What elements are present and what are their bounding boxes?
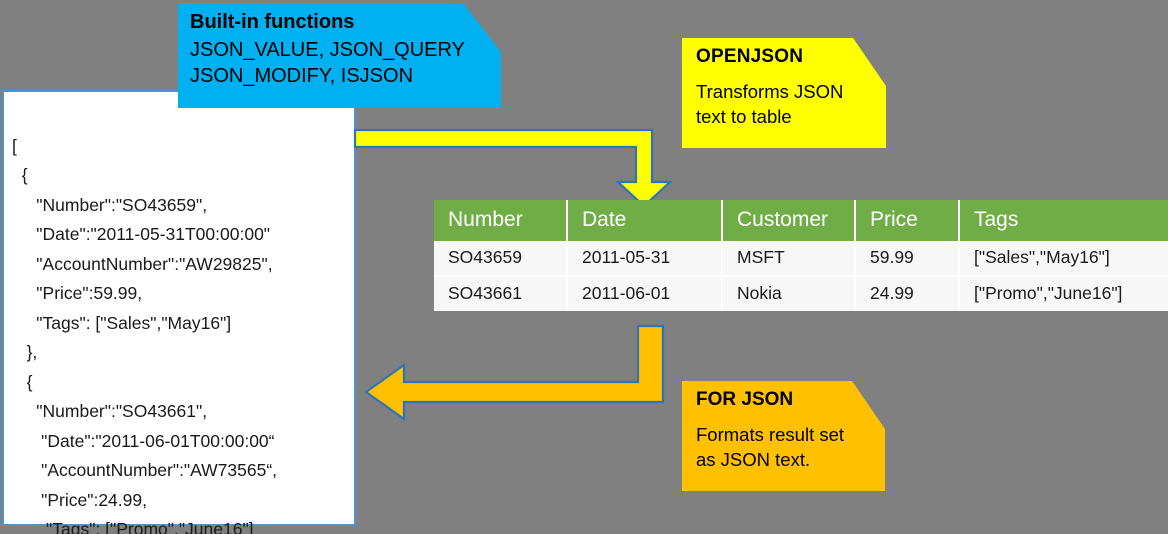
json-text-panel: [ { "Number":"SO43659", "Date":"2011-05-…: [2, 90, 356, 534]
cell-customer: Nokia: [722, 276, 856, 311]
callout-built-in-functions-body: JSON_VALUE, JSON_QUERY JSON_MODIFY, ISJS…: [190, 39, 465, 87]
callout-built-in-functions: Built-in functions JSON_VALUE, JSON_QUER…: [178, 3, 501, 108]
column-header-tags[interactable]: Tags: [959, 200, 1168, 241]
callout-for-json: FOR JSON Formats result set as JSON text…: [682, 381, 885, 491]
cell-number: SO43659: [434, 241, 568, 277]
cell-tags: ["Promo","June16"]: [959, 276, 1168, 311]
table-row[interactable]: SO43661 2011-06-01 Nokia 24.99 ["Promo",…: [434, 276, 1168, 311]
callout-openjson-body: Transforms JSON text to table: [696, 81, 844, 127]
column-header-date[interactable]: Date: [567, 200, 723, 241]
table-header-row: Number Date Customer Price Tags: [434, 200, 1168, 241]
callout-for-json-body: Formats result set as JSON text.: [696, 424, 845, 470]
callout-built-in-functions-title: Built-in functions: [190, 11, 355, 33]
column-header-number[interactable]: Number: [434, 200, 568, 241]
cell-number: SO43661: [434, 276, 568, 311]
cell-customer: MSFT: [722, 241, 856, 277]
table-to-json-arrow: [364, 324, 665, 422]
cell-tags: ["Sales","May16"]: [959, 241, 1168, 277]
callout-for-json-title: FOR JSON: [696, 389, 794, 410]
cell-date: 2011-05-31: [567, 241, 723, 277]
callout-openjson: OPENJSON Transforms JSON text to table: [682, 38, 886, 148]
result-table: Number Date Customer Price Tags SO43659 …: [434, 200, 1168, 311]
json-to-table-arrow: [353, 128, 673, 208]
cell-date: 2011-06-01: [567, 276, 723, 311]
table-row[interactable]: SO43659 2011-05-31 MSFT 59.99 ["Sales","…: [434, 241, 1168, 277]
column-header-price[interactable]: Price: [855, 200, 960, 241]
json-source-text: [ { "Number":"SO43659", "Date":"2011-05-…: [12, 135, 278, 534]
cell-price: 59.99: [855, 241, 960, 277]
callout-openjson-title: OPENJSON: [696, 46, 804, 67]
cell-price: 24.99: [855, 276, 960, 311]
column-header-customer[interactable]: Customer: [722, 200, 856, 241]
